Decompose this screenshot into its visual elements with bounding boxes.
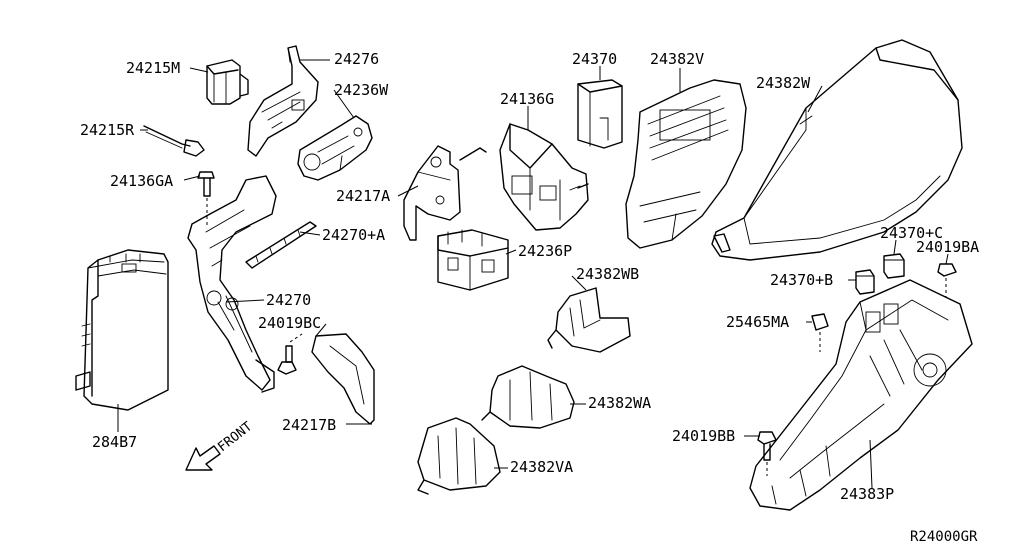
part-24136GA (197, 171, 215, 226)
part-24236W (297, 115, 373, 181)
part-24217A (403, 145, 487, 241)
callout-24019BB: 24019BB (672, 427, 735, 445)
callout-24236P: 24236P (518, 242, 572, 260)
callout-24019BC: 24019BC (258, 314, 321, 332)
callout-24383P: 24383P (840, 485, 894, 503)
leader-lines (117, 59, 949, 489)
callout-24270A: 24270+A (322, 226, 385, 244)
callout-24136GA: 24136GA (110, 172, 173, 190)
part-24215M (206, 59, 249, 105)
part-24382VA (417, 417, 501, 495)
callout-24217B: 24217B (282, 416, 336, 434)
part-24019BC (277, 333, 303, 375)
callout-24370: 24370 (572, 50, 617, 68)
callout-24019BA: 24019BA (916, 238, 979, 256)
part-24270A (245, 221, 317, 269)
part-24019BA (937, 263, 957, 298)
callout-24382W: 24382W (756, 74, 811, 92)
part-24382W (711, 39, 963, 261)
callout-24382WA: 24382WA (588, 394, 651, 412)
part-24382V (625, 79, 747, 249)
front-direction-label: FRONT (215, 419, 255, 455)
part-24370B (855, 269, 875, 295)
part-284B7 (75, 249, 169, 411)
callout-24382V: 24382V (650, 50, 704, 68)
reference-code: R24000GR (910, 529, 978, 545)
part-24019BB (757, 431, 777, 476)
callout-24236W: 24236W (334, 81, 389, 99)
part-24383P (749, 279, 973, 511)
callout-24382VA: 24382VA (510, 458, 573, 476)
callout-24370B: 24370+B (770, 271, 833, 289)
callout-25465MA: 25465MA (726, 313, 789, 331)
part-24215R (143, 125, 205, 157)
callout-24215R: 24215R (80, 121, 135, 139)
callout-24382WB: 24382WB (576, 265, 639, 283)
callout-24136G: 24136G (500, 90, 554, 108)
callout-24215M: 24215M (126, 59, 180, 77)
part-24382WA (481, 365, 575, 429)
part-24370C (883, 253, 905, 279)
part-24382WB (547, 287, 631, 353)
part-24217B (311, 333, 375, 425)
callout-284B7: 284B7 (92, 433, 137, 451)
part-harness-bracket (187, 175, 277, 393)
part-24370 (577, 79, 623, 149)
part-25465MA (811, 313, 829, 352)
callout-24217A: 24217A (336, 187, 390, 205)
front-arrow-icon (185, 445, 221, 471)
callout-24270: 24270 (266, 291, 311, 309)
callout-24370C: 24370+C (880, 224, 943, 242)
part-24276 (247, 45, 319, 157)
part-24236P (437, 229, 509, 291)
part-24136G (499, 123, 589, 231)
callout-24276: 24276 (334, 50, 379, 68)
